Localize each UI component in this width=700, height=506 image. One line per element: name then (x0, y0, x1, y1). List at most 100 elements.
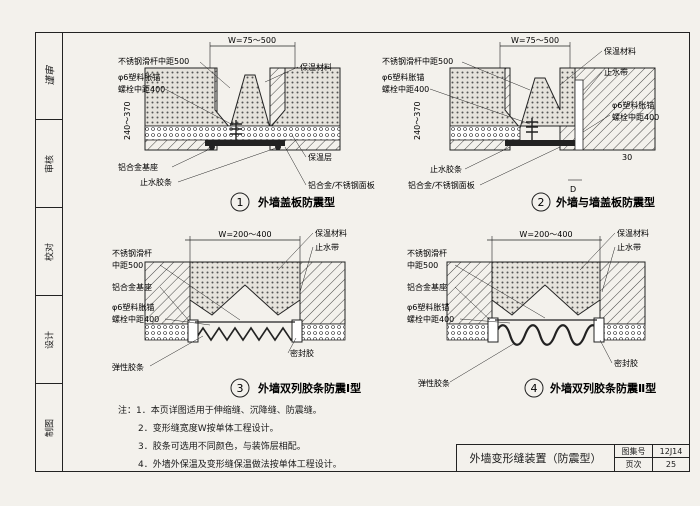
detail-2: W=75～500 不锈钢滑杆中距500 φ6塑料胀锚 螺栓中距400 保温材料 … (382, 36, 659, 212)
label-base: 铝合金基座 (112, 282, 152, 292)
label-rod: 不锈钢滑杆中距500 (118, 56, 189, 66)
label-bolt: 螺栓中距400 (407, 314, 454, 324)
label-panel: 铝合金/不锈钢面板 (408, 180, 475, 190)
dim-thickness: 240～370 (413, 101, 422, 140)
label-rod: 不锈钢滑杆中距500 (382, 56, 453, 66)
label-anchor: φ6塑料胀锚 (382, 72, 424, 82)
protection-layer (144, 125, 341, 141)
detail-title: 外墙双列胶条防震Ⅰ型 (257, 381, 361, 395)
label-waterstop: 止水带 (604, 67, 628, 77)
label-sealant: 密封胶 (290, 348, 314, 358)
aluminum-base (487, 317, 499, 343)
label-insulation: 保温材料 (617, 228, 649, 238)
atlas-value: 12J14 (653, 445, 689, 458)
insulation-core (189, 261, 301, 316)
detail-number: 4 (531, 382, 538, 395)
label-rod-spacing: 中距500 (407, 260, 438, 270)
drawing-frame (35, 32, 690, 472)
label-insulation: 保温材料 (604, 46, 636, 56)
sidebar-cell: 设计 (35, 296, 62, 384)
label-rod-spacing: 中距500 (112, 260, 143, 270)
label-seal: 止水胶条 (140, 177, 172, 187)
wall-right (299, 261, 346, 325)
cover-panel (505, 140, 580, 146)
page-label: 页次 (615, 458, 653, 471)
label-anchor: φ6塑料胀锚 (112, 302, 154, 312)
detail-3: W=200～400 不锈钢滑杆 中距500 铝合金基座 φ6塑料胀锚 螺栓中距4… (112, 228, 361, 398)
label-bolt: 螺栓中距400 (382, 84, 429, 94)
atlas-label: 图集号 (615, 445, 653, 458)
detail-number-circle (230, 378, 250, 398)
detail-number: 3 (237, 382, 244, 395)
aluminum-base (291, 319, 303, 343)
title-block: 外墙变形缝装置（防震型） 图集号 12J14 页次 25 (456, 444, 690, 472)
label-seal: 止水胶条 (430, 164, 462, 174)
spring-bolt (230, 120, 242, 140)
detail-1: W=75～500 不锈钢滑杆中距500 φ6塑料胀锚 螺栓中距400 保温材料 … (118, 36, 375, 212)
detail-number: 2 (538, 196, 545, 209)
detail-number-circle (524, 378, 544, 398)
protection-layer (449, 125, 521, 141)
title-block-title: 外墙变形缝装置（防震型） (457, 445, 615, 471)
spring-bolt (526, 118, 538, 140)
label-base: 铝合金基座 (118, 162, 158, 172)
insulation-core (491, 261, 601, 316)
label-rod: 不锈钢滑杆 (407, 248, 447, 258)
detail-title: 外墙盖板防震型 (257, 195, 335, 209)
label-sealant: 密封胶 (614, 358, 638, 368)
note-line: 2．变形缝宽度W按单体工程设计。 (138, 424, 279, 434)
label-panel: 铝合金/不锈钢面板 (308, 180, 375, 190)
label-bolt-right: 螺栓中距400 (612, 112, 659, 122)
sidebar-cell: 审核 (35, 120, 62, 208)
approval-sidebar: 谨审 审核 校对 设计 制图 (35, 32, 63, 472)
wall-left (144, 261, 191, 325)
label-insulation: 保温材料 (315, 228, 347, 238)
rubber-seal (275, 144, 281, 150)
label-base: 铝合金基座 (407, 282, 447, 292)
protection-layer (144, 323, 191, 341)
notes: 注：1．本页详图适用于伸缩缝、沉降缝、防震缝。 2．变形缝宽度W按单体工程设计。… (118, 402, 342, 474)
sidebar-cell: 谨审 (35, 32, 62, 120)
detail-4: W=200～400 不锈钢滑杆 中距500 铝合金基座 φ6塑料胀锚 螺栓中距4… (407, 228, 656, 398)
elastic-strip (189, 326, 301, 342)
water-stop (574, 79, 584, 151)
insulation-core (144, 67, 341, 130)
detail-number: 1 (237, 196, 244, 209)
label-protection: 保温层 (308, 152, 332, 162)
note-line: 4．外墙外保温及变形缝保温做法按单体工程设计。 (138, 460, 342, 470)
detail-title: 外墙与墙盖板防震型 (555, 195, 655, 209)
dim-d: D (570, 185, 576, 194)
dim-30: 30 (622, 153, 632, 162)
protection-layer (599, 323, 646, 341)
label-bolt: 螺栓中距400 (118, 84, 165, 94)
dim-w: W=200～400 (218, 230, 271, 239)
dim-w: W=75～500 (228, 36, 276, 45)
label-elastic: 弹性胶条 (418, 378, 450, 388)
note-line: 3．胶条可选用不同颜色，与装饰层相配。 (138, 442, 306, 452)
page-value: 25 (665, 460, 677, 469)
cover-panel (205, 140, 285, 146)
label-rod: 不锈钢滑杆 (112, 248, 152, 258)
aluminum-base (593, 317, 605, 343)
dim-thickness: 240～370 (123, 101, 132, 140)
label-anchor: φ6塑料胀锚 (407, 302, 449, 312)
label-bolt: 螺栓中距400 (112, 314, 159, 324)
dim-w: W=75～500 (511, 36, 559, 45)
wall-right (599, 261, 646, 325)
label-waterstop: 止水带 (315, 242, 339, 252)
dim-w: W=200～400 (519, 230, 572, 239)
detail-number-circle (230, 192, 250, 212)
detail-number-circle (531, 192, 551, 212)
label-anchor: φ6塑料胀锚 (118, 72, 160, 82)
aluminum-base (187, 319, 199, 343)
wall-left (446, 261, 493, 325)
elastic-strip (493, 324, 600, 346)
insulation-core (449, 67, 576, 130)
label-waterstop: 止水带 (617, 242, 641, 252)
protection-layer (446, 323, 493, 341)
detail-title: 外墙双列胶条防震Ⅱ型 (549, 381, 656, 395)
note-line: 注：1．本页详图适用于伸缩缝、沉降缝、防震缝。 (118, 406, 322, 416)
label-elastic: 弹性胶条 (112, 362, 144, 372)
label-anchor-right: φ6塑料胀锚 (612, 100, 654, 110)
